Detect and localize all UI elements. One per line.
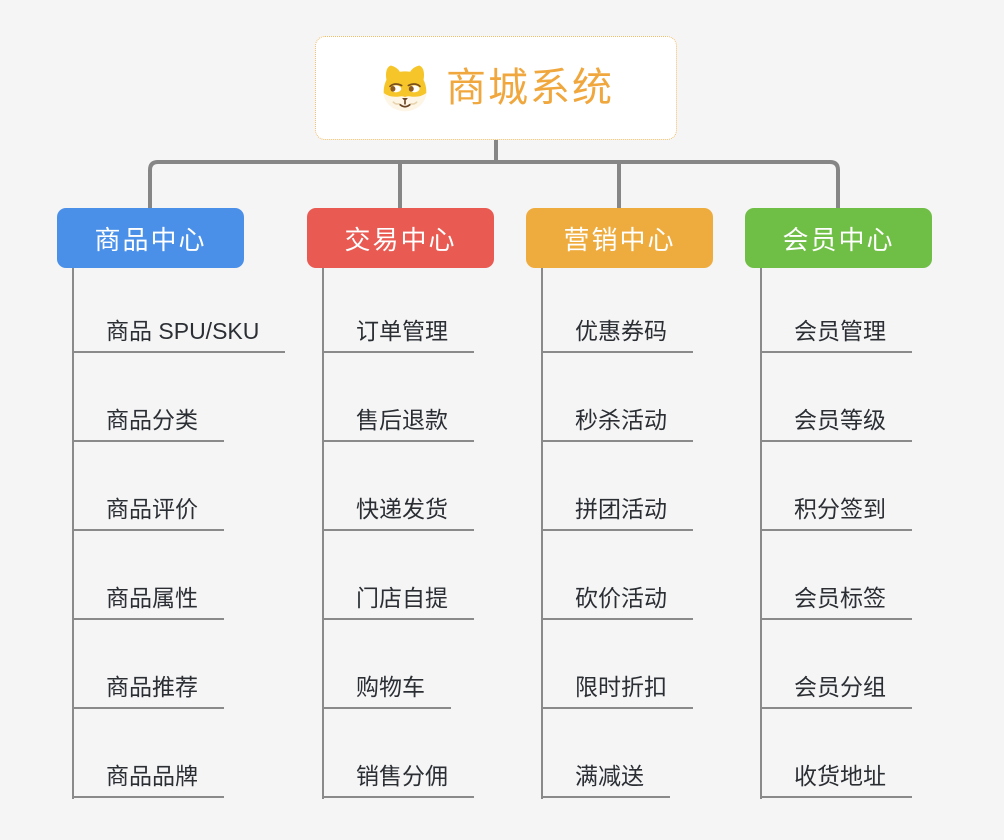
leaf-label: 会员管理 [794, 318, 886, 345]
leaf-label: 商品属性 [106, 585, 198, 612]
leaf-topic[interactable]: 优惠券码 [541, 268, 693, 353]
branch-trunk-line [541, 268, 543, 799]
leaf-label: 商品评价 [106, 496, 198, 523]
leaf-topic[interactable]: 商品分类 [72, 353, 224, 442]
leaf-label: 购物车 [356, 674, 425, 701]
leaf-topic[interactable]: 商品属性 [72, 531, 224, 620]
leaf-topic[interactable]: 限时折扣 [541, 620, 693, 709]
branch-label: 营销中心 [563, 224, 676, 255]
leaf-label: 门店自提 [356, 585, 448, 612]
leaf-topic[interactable]: 售后退款 [322, 353, 474, 442]
branch-label: 商品中心 [94, 224, 207, 255]
leaf-topic[interactable]: 会员标签 [760, 531, 912, 620]
branch-header-product-center[interactable]: 商品中心 [57, 208, 244, 268]
leaf-label: 商品分类 [106, 407, 198, 434]
leaf-topic[interactable]: 会员管理 [760, 268, 912, 353]
root-topic[interactable]: 商城系统 [315, 36, 677, 140]
branch-leaves: 会员管理 会员等级 积分签到 会员标签 会员分组 收货地址 [760, 268, 965, 798]
leaf-topic[interactable]: 商品 SPU/SKU [72, 268, 286, 353]
leaf-topic[interactable]: 砍价活动 [541, 531, 693, 620]
branch-leaves: 优惠券码 秒杀活动 拼团活动 砍价活动 限时折扣 满减送 [541, 268, 746, 798]
branch-header-member-center[interactable]: 会员中心 [745, 208, 932, 268]
leaf-label: 会员等级 [794, 407, 886, 434]
leaf-label: 销售分佣 [356, 763, 448, 790]
leaf-label: 售后退款 [356, 407, 448, 434]
branch-trade-center: 交易中心 订单管理 售后退款 快递发货 门店自提 购物车 销售分佣 [307, 208, 527, 799]
leaf-topic[interactable]: 收货地址 [760, 709, 912, 798]
leaf-label: 会员标签 [794, 585, 886, 612]
leaf-topic[interactable]: 秒杀活动 [541, 353, 693, 442]
branch-header-trade-center[interactable]: 交易中心 [307, 208, 494, 268]
branch-trunk-line [760, 268, 762, 799]
leaf-topic[interactable]: 商品品牌 [72, 709, 224, 798]
leaf-label: 满减送 [575, 763, 644, 790]
leaf-label: 砍价活动 [575, 585, 667, 612]
leaf-label: 快递发货 [356, 496, 448, 523]
branch-trunk-line [322, 268, 324, 799]
branch-trunk-line [72, 268, 74, 799]
leaf-topic[interactable]: 积分签到 [760, 442, 912, 531]
leaf-label: 秒杀活动 [575, 407, 667, 434]
branch-leaves: 商品 SPU/SKU 商品分类 商品评价 商品属性 商品推荐 商品品牌 [72, 268, 286, 798]
dog-icon [383, 65, 427, 112]
leaf-topic[interactable]: 门店自提 [322, 531, 474, 620]
branch-marketing-center: 营销中心 优惠券码 秒杀活动 拼团活动 砍价活动 限时折扣 满减送 [526, 208, 746, 799]
leaf-topic[interactable]: 拼团活动 [541, 442, 693, 531]
leaf-label: 优惠券码 [575, 318, 667, 345]
leaf-label: 商品品牌 [106, 763, 198, 790]
leaf-topic[interactable]: 会员等级 [760, 353, 912, 442]
branch-header-marketing-center[interactable]: 营销中心 [526, 208, 713, 268]
leaf-topic[interactable]: 会员分组 [760, 620, 912, 709]
root-topic-title: 商城系统 [446, 66, 614, 110]
leaf-topic[interactable]: 满减送 [541, 709, 670, 798]
leaf-topic[interactable]: 商品推荐 [72, 620, 224, 709]
leaf-label: 拼团活动 [575, 496, 667, 523]
leaf-label: 会员分组 [794, 674, 886, 701]
branch-label: 会员中心 [782, 224, 895, 255]
branch-label: 交易中心 [344, 224, 457, 255]
leaf-topic[interactable]: 订单管理 [322, 268, 474, 353]
branch-bus-connector [148, 160, 840, 208]
leaf-topic[interactable]: 购物车 [322, 620, 451, 709]
leaf-topic[interactable]: 销售分佣 [322, 709, 474, 798]
leaf-label: 商品推荐 [106, 674, 198, 701]
leaf-label: 收货地址 [794, 763, 886, 790]
leaf-label: 商品 SPU/SKU [106, 318, 260, 345]
leaf-label: 积分签到 [794, 496, 886, 523]
leaf-label: 限时折扣 [575, 674, 667, 701]
leaf-topic[interactable]: 商品评价 [72, 442, 224, 531]
branch-product-center: 商品中心 商品 SPU/SKU 商品分类 商品评价 商品属性 商品推荐 商品品牌 [57, 208, 286, 799]
branch-member-center: 会员中心 会员管理 会员等级 积分签到 会员标签 会员分组 收货地址 [745, 208, 965, 799]
branch-leaves: 订单管理 售后退款 快递发货 门店自提 购物车 销售分佣 [322, 268, 527, 798]
leaf-label: 订单管理 [356, 318, 448, 345]
leaf-topic[interactable]: 快递发货 [322, 442, 474, 531]
